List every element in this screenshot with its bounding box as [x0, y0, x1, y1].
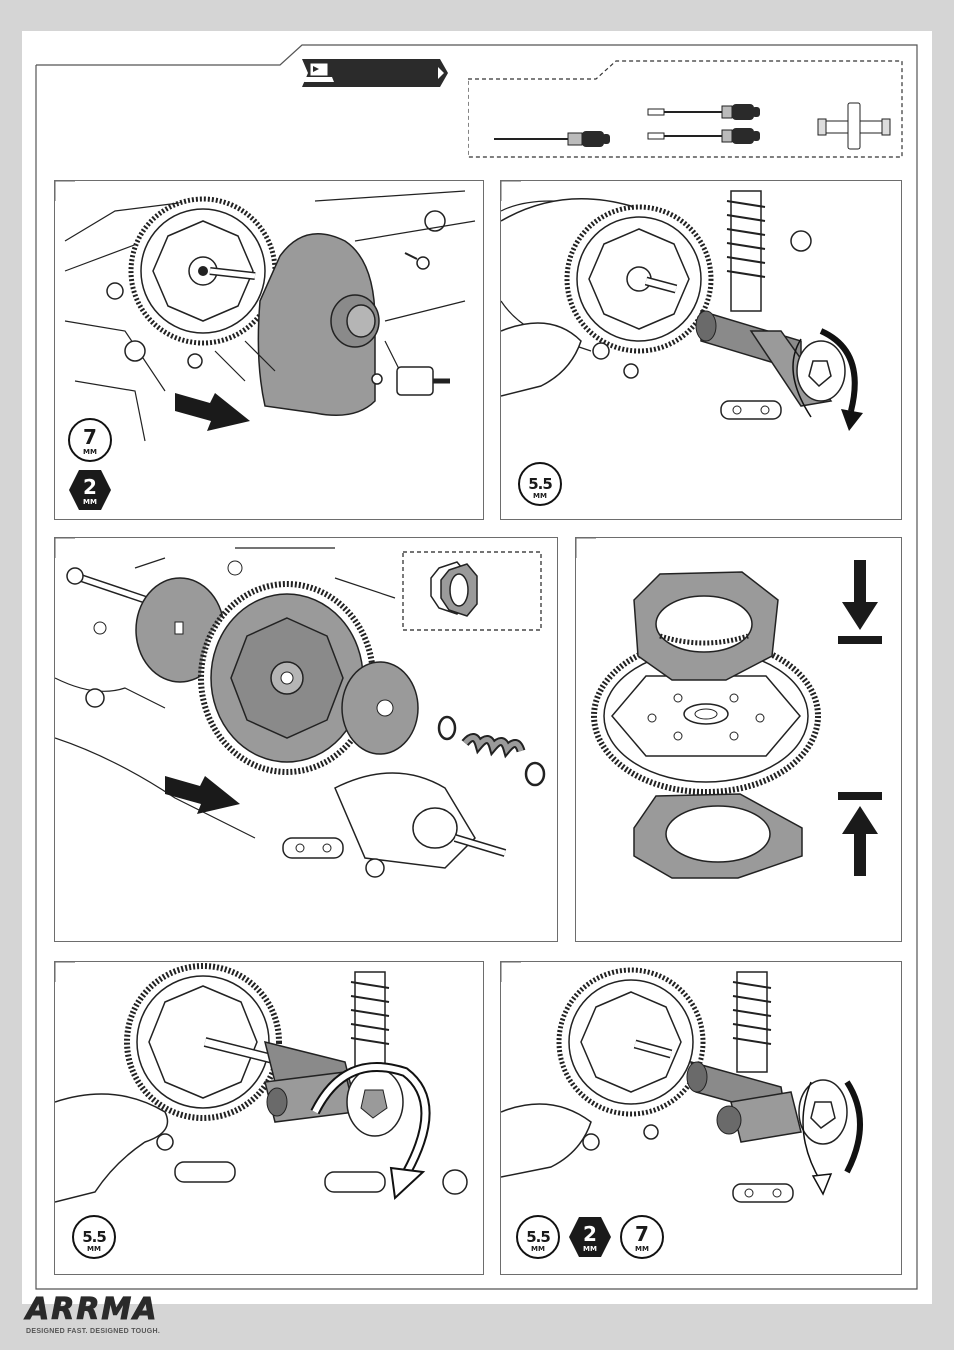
hex-size-badge: 2 MM [67, 467, 113, 513]
spur-gear [559, 970, 703, 1114]
hex-driver-upper-icon [648, 104, 760, 120]
pressure-plate-part [342, 662, 418, 754]
spur-gear [127, 966, 279, 1118]
spur-gear [201, 584, 373, 772]
direction-arrow-icon [175, 393, 250, 431]
tool-size-badges: 5.5 MM [71, 1214, 117, 1260]
spur-gear [567, 207, 711, 351]
washer-part [439, 717, 455, 739]
screw-icon [372, 374, 382, 384]
cross-wrench-icon [818, 103, 890, 149]
tools-required-box [468, 59, 904, 159]
direction-arrow-icon [165, 776, 240, 814]
tool-size-badges: 5.5 MM 2 MM 7 MM [515, 1214, 665, 1260]
step-tighten-slipper-nut: 5.5 MM [54, 961, 484, 1275]
tool-size-badges: 7 MM 2 MM [67, 417, 113, 513]
gear-cover-illustration [55, 181, 483, 519]
hex-size-badge: 5.5 MM [517, 461, 563, 507]
screwdriver-small-icon [494, 131, 610, 147]
slipper-pad-illustration [576, 538, 901, 941]
slipper-pad-bottom-part [634, 794, 802, 878]
hex-driver-lower-icon [648, 128, 760, 144]
step-remove-gear-cover: 7 MM 2 MM [54, 180, 484, 520]
hex-size-badge: 5.5 MM [515, 1214, 561, 1260]
tool-size-badges: 5.5 MM [517, 461, 563, 507]
brand-logo: ARRMA DESIGNED FAST. DESIGNED TOUGH. [24, 1292, 204, 1342]
cross-wrench-part [687, 1062, 847, 1144]
brand-wordmark: ARRMA [26, 1292, 159, 1327]
instruction-sheet: 7 MM 2 MM [22, 31, 932, 1304]
step-exploded-slipper-assembly [54, 537, 558, 942]
brand-tagline: DESIGNED FAST. DESIGNED TOUGH. [26, 1328, 160, 1335]
screw-icon [405, 253, 429, 269]
section-header-tab [300, 57, 450, 89]
up-arrow-icon [838, 792, 882, 876]
slipper-pad-inset [403, 552, 541, 630]
spur-gear [131, 199, 275, 343]
exploded-slipper-illustration [55, 538, 557, 941]
step-loosen-slipper-nut: 5.5 MM [500, 180, 902, 520]
hex-size-badge: 5.5 MM [71, 1214, 117, 1260]
step-reinstall-cover: 5.5 MM 2 MM 7 MM [500, 961, 902, 1275]
cross-wrench-part [696, 311, 845, 406]
step-slipper-pad-orientation [575, 537, 902, 942]
hex-size-badge: 7 MM [619, 1214, 665, 1260]
spring-part [465, 737, 521, 751]
hex-size-badge: 7 MM [67, 417, 113, 463]
hex-size-badge: 2 MM [567, 1214, 613, 1260]
slipper-pad-top-part [634, 572, 778, 680]
down-arrow-icon [838, 560, 882, 644]
washer-part [526, 763, 544, 785]
tighten-nut-illustration [55, 962, 483, 1274]
